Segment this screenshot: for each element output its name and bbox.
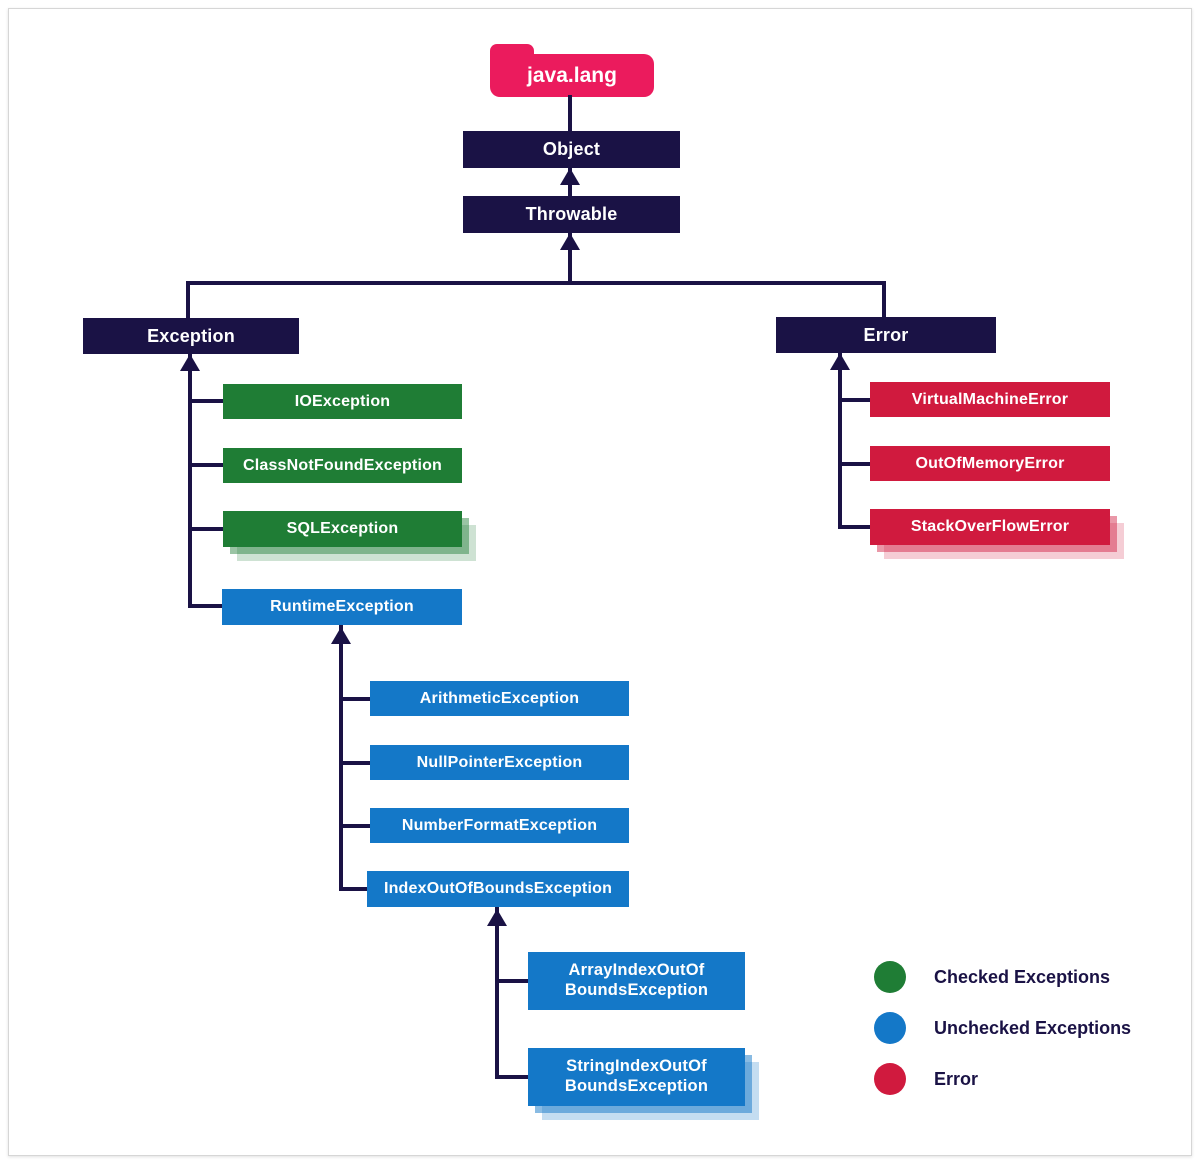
connector-runtime-trunk	[339, 625, 343, 891]
node-array-index-out-of-bounds-exception: ArrayIndexOutOf BoundsException	[528, 952, 745, 1010]
node-number-format-exception: NumberFormatException	[370, 808, 629, 843]
legend-item-unchecked: Unchecked Exceptions	[874, 1012, 1131, 1044]
arrow-up-icon	[487, 909, 507, 926]
connector-exception-trunk	[188, 354, 192, 608]
connector-elbow-stringindex	[495, 1075, 528, 1079]
legend-item-error: Error	[874, 1063, 978, 1095]
node-null-pointer-exception: NullPointerException	[370, 745, 629, 780]
connector-indexoutofbounds-trunk	[495, 907, 499, 1079]
connector-drop-exception	[186, 281, 190, 319]
connector-error-trunk	[838, 353, 842, 529]
node-index-out-of-bounds-exception: IndexOutOfBoundsException	[367, 871, 629, 907]
node-stack-overflow-error: StackOverFlowError	[870, 509, 1110, 545]
connector-elbow-stackoverflow	[838, 525, 870, 529]
connector-tick-ioexception	[190, 399, 223, 403]
arrow-up-icon	[331, 627, 351, 644]
connector-junction-throwable	[568, 233, 572, 283]
legend-item-checked: Checked Exceptions	[874, 961, 1110, 993]
connector-tick-virtualmachine	[840, 398, 870, 402]
connector-tick-arrayindex	[497, 979, 528, 983]
legend-label-unchecked: Unchecked Exceptions	[934, 1017, 1132, 1038]
legend-dot-unchecked-icon	[874, 1012, 906, 1044]
arrow-up-icon	[830, 353, 850, 370]
connector-tick-classnotfound	[190, 463, 223, 467]
arrow-up-icon	[560, 233, 580, 250]
node-error: Error	[776, 317, 996, 353]
node-exception: Exception	[83, 318, 299, 354]
node-sql-exception: SQLException	[223, 511, 462, 547]
node-string-index-out-of-bounds-exception: StringIndexOutOf BoundsException	[528, 1048, 745, 1106]
connector-tick-outofmemory	[840, 462, 870, 466]
node-class-not-found-exception: ClassNotFoundException	[223, 448, 462, 483]
connector-tick-arithmetic	[341, 697, 370, 701]
connector-tick-nullpointer	[341, 761, 370, 765]
node-throwable: Throwable	[463, 196, 680, 233]
legend-dot-checked-icon	[874, 961, 906, 993]
legend-label-error: Error	[934, 1068, 979, 1089]
node-arithmetic-exception: ArithmeticException	[370, 681, 629, 716]
connector-tick-sqlexception	[190, 527, 223, 531]
connector-junction-bar	[186, 281, 886, 285]
connector-elbow-indexoutofbounds	[339, 887, 367, 891]
arrow-up-icon	[180, 354, 200, 371]
legend-dot-error-icon	[874, 1063, 906, 1095]
node-out-of-memory-error: OutOfMemoryError	[870, 446, 1110, 481]
package-java-lang: java.lang	[490, 54, 654, 97]
connector-package-object	[568, 95, 572, 132]
connector-tick-numberformat	[341, 824, 370, 828]
node-runtime-exception: RuntimeException	[222, 589, 462, 625]
connector-elbow-runtime	[188, 604, 222, 608]
node-object: Object	[463, 131, 680, 168]
arrow-up-icon	[560, 168, 580, 185]
legend-label-checked: Checked Exceptions	[934, 966, 1111, 987]
connector-drop-error	[882, 281, 886, 318]
node-io-exception: IOException	[223, 384, 462, 419]
node-virtual-machine-error: VirtualMachineError	[870, 382, 1110, 417]
